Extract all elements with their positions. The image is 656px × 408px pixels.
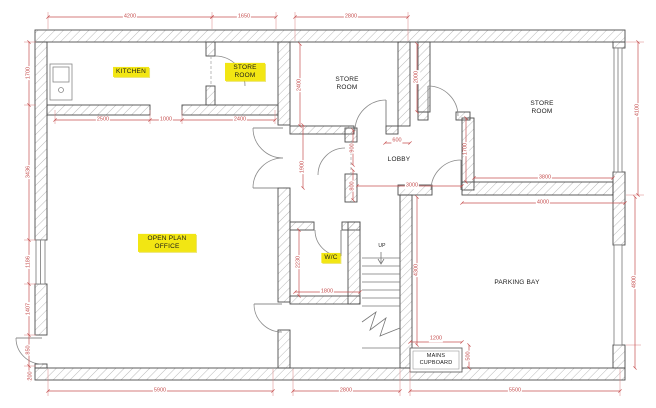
dim-lobby-left-lower: 800 xyxy=(349,180,356,192)
dim-left-1: 1700 xyxy=(25,65,32,81)
walls xyxy=(34,29,626,381)
room-label-store-middle: STORE ROOM xyxy=(335,75,359,91)
dim-cupboard-depth: 500 xyxy=(465,350,472,362)
dim-left-6: 200 xyxy=(27,370,34,382)
room-label-office: OPEN PLAN OFFICE xyxy=(138,233,196,253)
up-arrow-icon xyxy=(377,258,385,265)
dim-lobby-right-wall: 1700 xyxy=(462,141,469,157)
dim-parking-width: 4000 xyxy=(535,199,551,206)
dim-right-1: 4100 xyxy=(634,102,641,118)
dim-kitchen-1: 2500 xyxy=(95,116,111,123)
dim-store-right-wall: 2000 xyxy=(413,69,420,85)
room-label-mains-cupboard: MAINS CUPBOARD xyxy=(419,352,453,366)
stairs-up-label: UP xyxy=(378,242,386,249)
dim-bottom-2: 2800 xyxy=(338,387,354,394)
dim-lobby-width: 3000 xyxy=(404,182,420,189)
dim-left-5: 850 xyxy=(25,344,32,356)
dim-wc-width: 1800 xyxy=(319,288,335,295)
dim-kitchen-3: 2400 xyxy=(232,116,248,123)
dim-store-middle-depth: 2400 xyxy=(296,77,303,93)
dim-wc-depth: 2230 xyxy=(295,254,302,270)
dim-right-2: 4800 xyxy=(631,274,638,290)
dim-lobby-entry: 600 xyxy=(391,137,403,144)
dim-left-3: 1186 xyxy=(25,255,32,269)
room-label-parking: PARKING BAY xyxy=(494,278,540,286)
dim-kitchen-2: 1000 xyxy=(158,116,174,123)
dim-bottom-3: 5500 xyxy=(507,387,523,394)
dim-lobby-left-upper: 900 xyxy=(349,142,356,154)
dim-top-1: 4200 xyxy=(122,13,138,20)
dim-store-right-width: 3800 xyxy=(537,174,553,181)
room-label-store-right: STORE ROOM xyxy=(530,99,554,115)
room-label-wc: W/C xyxy=(321,252,341,264)
mains-cupboard-box xyxy=(409,347,463,373)
dim-cupboard-width: 1200 xyxy=(428,335,444,342)
dim-bottom-1: 5900 xyxy=(152,387,168,394)
room-label-lobby: LOBBY xyxy=(387,155,411,163)
dim-top-3: 2800 xyxy=(343,13,359,20)
room-label-kitchen: KITCHEN xyxy=(113,66,149,78)
windows xyxy=(35,47,623,346)
doors xyxy=(15,55,462,365)
dim-stairwell-depth: 4300 xyxy=(413,262,420,278)
dim-left-4: 1407 xyxy=(25,301,32,317)
room-label-store-top-left: STORE ROOM xyxy=(225,62,265,82)
dim-left-2: 3436 xyxy=(25,164,32,180)
sink-unit-icon xyxy=(49,63,73,101)
dim-top-2: 1650 xyxy=(236,13,252,20)
dim-office-opening: 1900 xyxy=(299,159,306,175)
stairs xyxy=(361,252,401,349)
